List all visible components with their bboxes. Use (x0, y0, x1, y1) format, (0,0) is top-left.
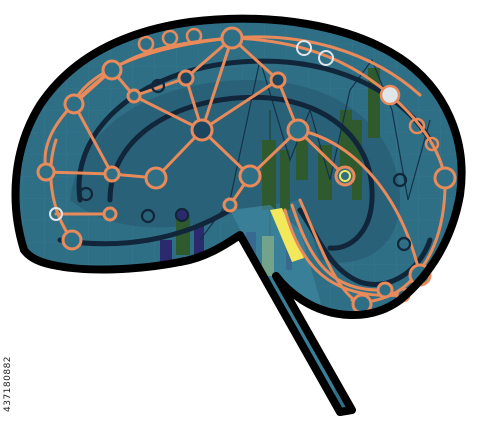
node (161, 29, 179, 47)
candle (160, 240, 172, 262)
node (286, 118, 310, 142)
circuit-arc (283, 208, 402, 297)
node (126, 88, 142, 104)
candle (340, 110, 352, 170)
brainstem-stripe (270, 208, 304, 262)
candle (262, 140, 276, 210)
node (334, 165, 356, 187)
node (220, 26, 244, 50)
side-id-number: 437180882 (3, 355, 13, 412)
candle (280, 150, 290, 210)
node (379, 84, 401, 106)
node (296, 40, 312, 56)
candle (296, 130, 308, 180)
node (222, 197, 238, 213)
node (140, 208, 156, 224)
node (49, 207, 63, 221)
node (396, 236, 412, 252)
node (269, 71, 287, 89)
candle (176, 215, 190, 255)
node (376, 281, 394, 299)
node (78, 186, 94, 202)
node (102, 206, 118, 222)
node (339, 170, 351, 182)
node (433, 166, 457, 190)
node (424, 136, 440, 152)
node (238, 164, 262, 188)
brain-outline-icon (11, 14, 466, 416)
node (144, 166, 168, 190)
circuit-arc (298, 198, 362, 306)
node (174, 207, 190, 223)
node (63, 93, 85, 115)
node (137, 35, 155, 53)
node (103, 165, 121, 183)
node (36, 162, 56, 182)
node (185, 27, 203, 45)
node (392, 172, 408, 188)
node (101, 59, 123, 81)
circuit-arc (290, 203, 387, 292)
node (150, 78, 166, 94)
node (177, 69, 195, 87)
node (318, 50, 334, 66)
candle (194, 225, 204, 255)
node (408, 117, 426, 135)
circuit-arc (296, 128, 422, 277)
node (61, 229, 83, 251)
circuit-arc (49, 138, 74, 242)
node (190, 118, 214, 142)
circuit-nodes (36, 26, 457, 315)
trend-line (199, 58, 431, 241)
